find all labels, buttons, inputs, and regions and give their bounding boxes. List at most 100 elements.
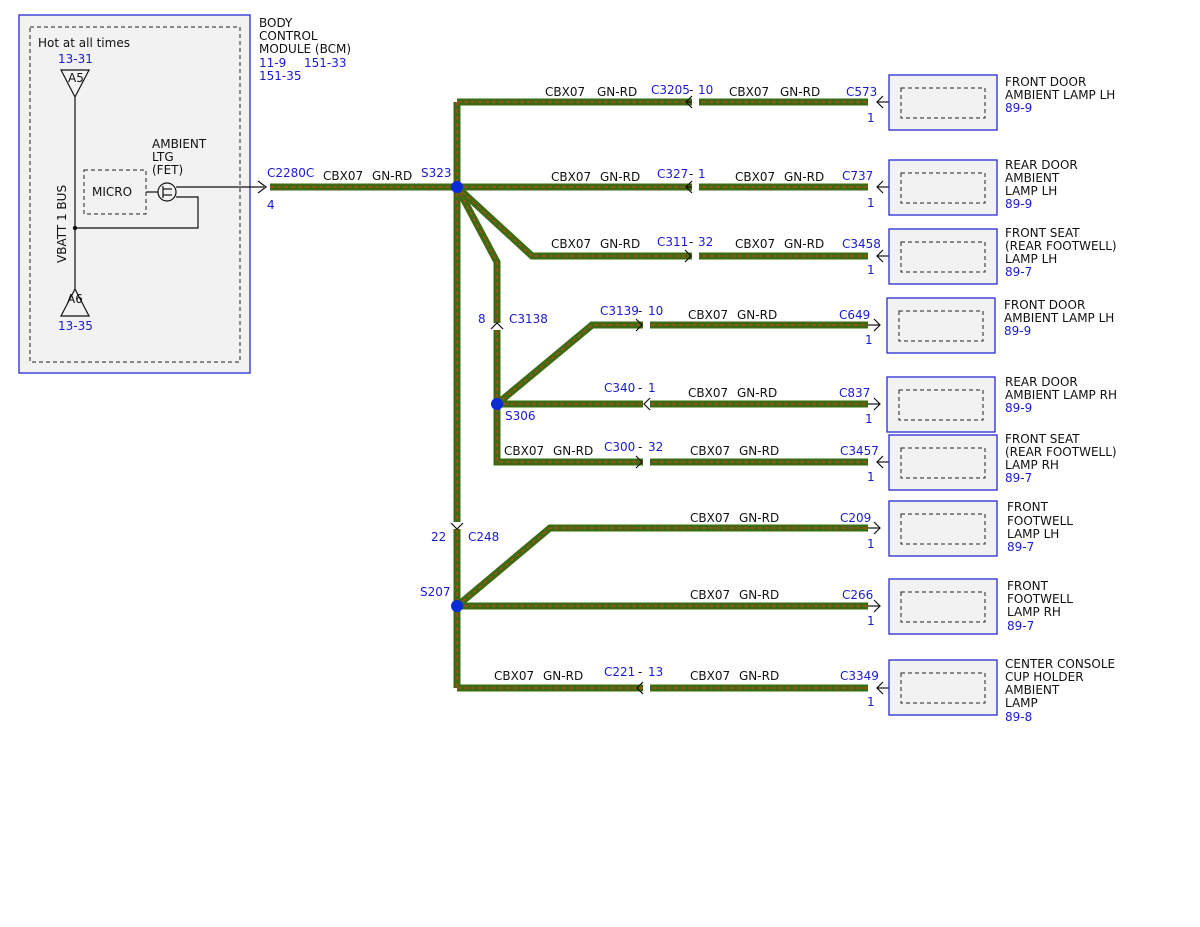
branch-8-circuit-b: CBX07 xyxy=(690,588,730,602)
branch-7-connector: C209 xyxy=(840,511,871,525)
branch-4-pin: 1 xyxy=(865,333,873,347)
branch-5-inline-pin: 1 xyxy=(648,381,656,395)
branch-7-device-line-1: FRONT xyxy=(1007,500,1049,514)
harness-wires xyxy=(270,98,868,692)
branch-2: CBX07 GN-RD C327 - 1 CBX07 GN-RD C737 1 … xyxy=(551,158,1078,216)
branch-7-device-line-3: LAMP LH xyxy=(1007,527,1059,541)
branch-4-circuit-b: CBX07 xyxy=(688,308,728,322)
bcm-ref-2: 151-33 xyxy=(304,56,347,70)
branch-5-device xyxy=(886,376,996,433)
branch-8-pin: 1 xyxy=(867,614,875,628)
branch-4-device xyxy=(886,297,996,354)
branch-7-circuit-b: CBX07 xyxy=(690,511,730,525)
bcm-module: Hot at all times 13-31 A5 VBATT 1 BUS A6… xyxy=(18,14,351,374)
a6-terminal-icon xyxy=(60,287,90,317)
branch-3-device-ref: 89-7 xyxy=(1005,265,1032,279)
splice-s207-label: S207 xyxy=(420,585,451,599)
a5-terminal-icon xyxy=(60,69,90,99)
branch-1-device-line-1: FRONT DOOR xyxy=(1005,75,1086,89)
branch-6-device xyxy=(888,434,998,491)
branch-3-pin: 1 xyxy=(867,263,875,277)
branch-7-color-b: GN-RD xyxy=(739,511,779,525)
branch-1-circuit-b: CBX07 xyxy=(729,85,769,99)
bcm-inner-dashed xyxy=(29,26,241,363)
branch-3-device xyxy=(888,228,998,285)
a6-ref: 13-35 xyxy=(58,319,93,333)
branch-9-connector: C3349 xyxy=(840,669,879,683)
branch-5-connector: C837 xyxy=(839,386,870,400)
branch-2-pin: 1 xyxy=(867,196,875,210)
branch-7: CBX07 GN-RD C209 1 FRONT FOOTWELL LAMP L… xyxy=(690,500,1073,557)
c3138-pin: 8 xyxy=(478,312,486,326)
branch-8-device xyxy=(888,578,998,635)
branch-6: CBX07 GN-RD C300 - 32 CBX07 GN-RD C3457 … xyxy=(504,432,1117,491)
branch-8-connector: C266 xyxy=(842,588,873,602)
branch-2-connector: C737 xyxy=(842,169,873,183)
branch-8: CBX07 GN-RD C266 1 FRONT FOOTWELL LAMP R… xyxy=(690,578,1073,635)
fet-label-2: LTG xyxy=(152,150,174,164)
branch-6-circuit-b: CBX07 xyxy=(690,444,730,458)
bcm-title-3: MODULE (BCM) xyxy=(259,42,351,56)
branch-8-device-line-3: LAMP RH xyxy=(1007,605,1061,619)
bcm-title-2: CONTROL xyxy=(259,29,318,43)
c3138-label: C3138 xyxy=(509,312,548,326)
branch-7-pin: 1 xyxy=(867,537,875,551)
branch-3-device-line-2: (REAR FOOTWELL) xyxy=(1005,239,1117,253)
branch-5-inline: C340 xyxy=(604,381,635,395)
branch-2-color-b: GN-RD xyxy=(784,170,824,184)
branch-9-device-ref: 89-8 xyxy=(1005,710,1032,724)
branch-8-color-b: GN-RD xyxy=(739,588,779,602)
branch-2-circuit-b: CBX07 xyxy=(735,170,775,184)
branch-5: C340 - 1 CBX07 GN-RD C837 1 REAR DOOR AM… xyxy=(604,375,1117,433)
bcm-title-1: BODY xyxy=(259,16,293,30)
branch-5-color-b: GN-RD xyxy=(737,386,777,400)
branch-2-device-line-2: AMBIENT xyxy=(1005,171,1060,185)
branch-4-inline: C3139 xyxy=(600,304,639,318)
svg-text:-: - xyxy=(638,304,642,318)
branch-3-inline-pin: 32 xyxy=(698,235,713,249)
branch-1-circuit-a: CBX07 xyxy=(545,85,585,99)
inline-gaps xyxy=(451,96,699,694)
branch-6-device-line-2: (REAR FOOTWELL) xyxy=(1005,445,1117,459)
branch-1-device-ref: 89-9 xyxy=(1005,101,1032,115)
branch-6-circuit-a: CBX07 xyxy=(504,444,544,458)
c248-pin: 22 xyxy=(431,530,446,544)
branch-5-circuit-b: CBX07 xyxy=(688,386,728,400)
branch-6-pin: 1 xyxy=(867,470,875,484)
branch-5-device-line-1: REAR DOOR xyxy=(1005,375,1078,389)
branch-9-device-line-4: LAMP xyxy=(1005,696,1038,710)
svg-text:-: - xyxy=(689,83,693,97)
branch-4: C3139 - 10 CBX07 GN-RD C649 1 FRONT DOOR… xyxy=(600,297,1114,354)
branch-6-device-line-3: LAMP RH xyxy=(1005,458,1059,472)
branch-9-color-a: GN-RD xyxy=(543,669,583,683)
splice-s306-label: S306 xyxy=(505,409,536,423)
branch-8-device-line-1: FRONT xyxy=(1007,579,1049,593)
branch-2-device-ref: 89-9 xyxy=(1005,197,1032,211)
branch-6-color-b: GN-RD xyxy=(739,444,779,458)
branch-9-device-line-3: AMBIENT xyxy=(1005,683,1060,697)
branch-9-device-line-2: CUP HOLDER xyxy=(1005,670,1084,684)
main-wire-circuit: CBX07 xyxy=(323,169,363,183)
branch-8-device-line-2: FOOTWELL xyxy=(1007,592,1073,606)
main-wire-color: GN-RD xyxy=(372,169,412,183)
branch-3-device-line-1: FRONT SEAT xyxy=(1005,226,1080,240)
branch-9-inline-pin: 13 xyxy=(648,665,663,679)
fet-label-3: (FET) xyxy=(152,163,183,177)
bcm-outline xyxy=(18,14,251,374)
branch-4-inline-pin: 10 xyxy=(648,304,663,318)
svg-text:-: - xyxy=(638,381,642,395)
branch-7-device xyxy=(888,500,998,557)
fet-bus-feed xyxy=(75,196,199,229)
branch-2-device-line-3: LAMP LH xyxy=(1005,184,1057,198)
branch-4-device-line-2: AMBIENT LAMP LH xyxy=(1004,311,1114,325)
svg-text:-: - xyxy=(638,440,642,454)
branch-5-device-ref: 89-9 xyxy=(1005,401,1032,415)
branch-9: CBX07 GN-RD C221 - 13 CBX07 GN-RD C3349 … xyxy=(494,657,1115,724)
svg-text:-: - xyxy=(689,235,693,249)
branch-4-device-ref: 89-9 xyxy=(1004,324,1031,338)
branch-1-inline-pin: 10 xyxy=(698,83,713,97)
branch-6-device-line-1: FRONT SEAT xyxy=(1005,432,1080,446)
fet-transistor-icon xyxy=(157,182,177,202)
branch-9-circuit-a: CBX07 xyxy=(494,669,534,683)
